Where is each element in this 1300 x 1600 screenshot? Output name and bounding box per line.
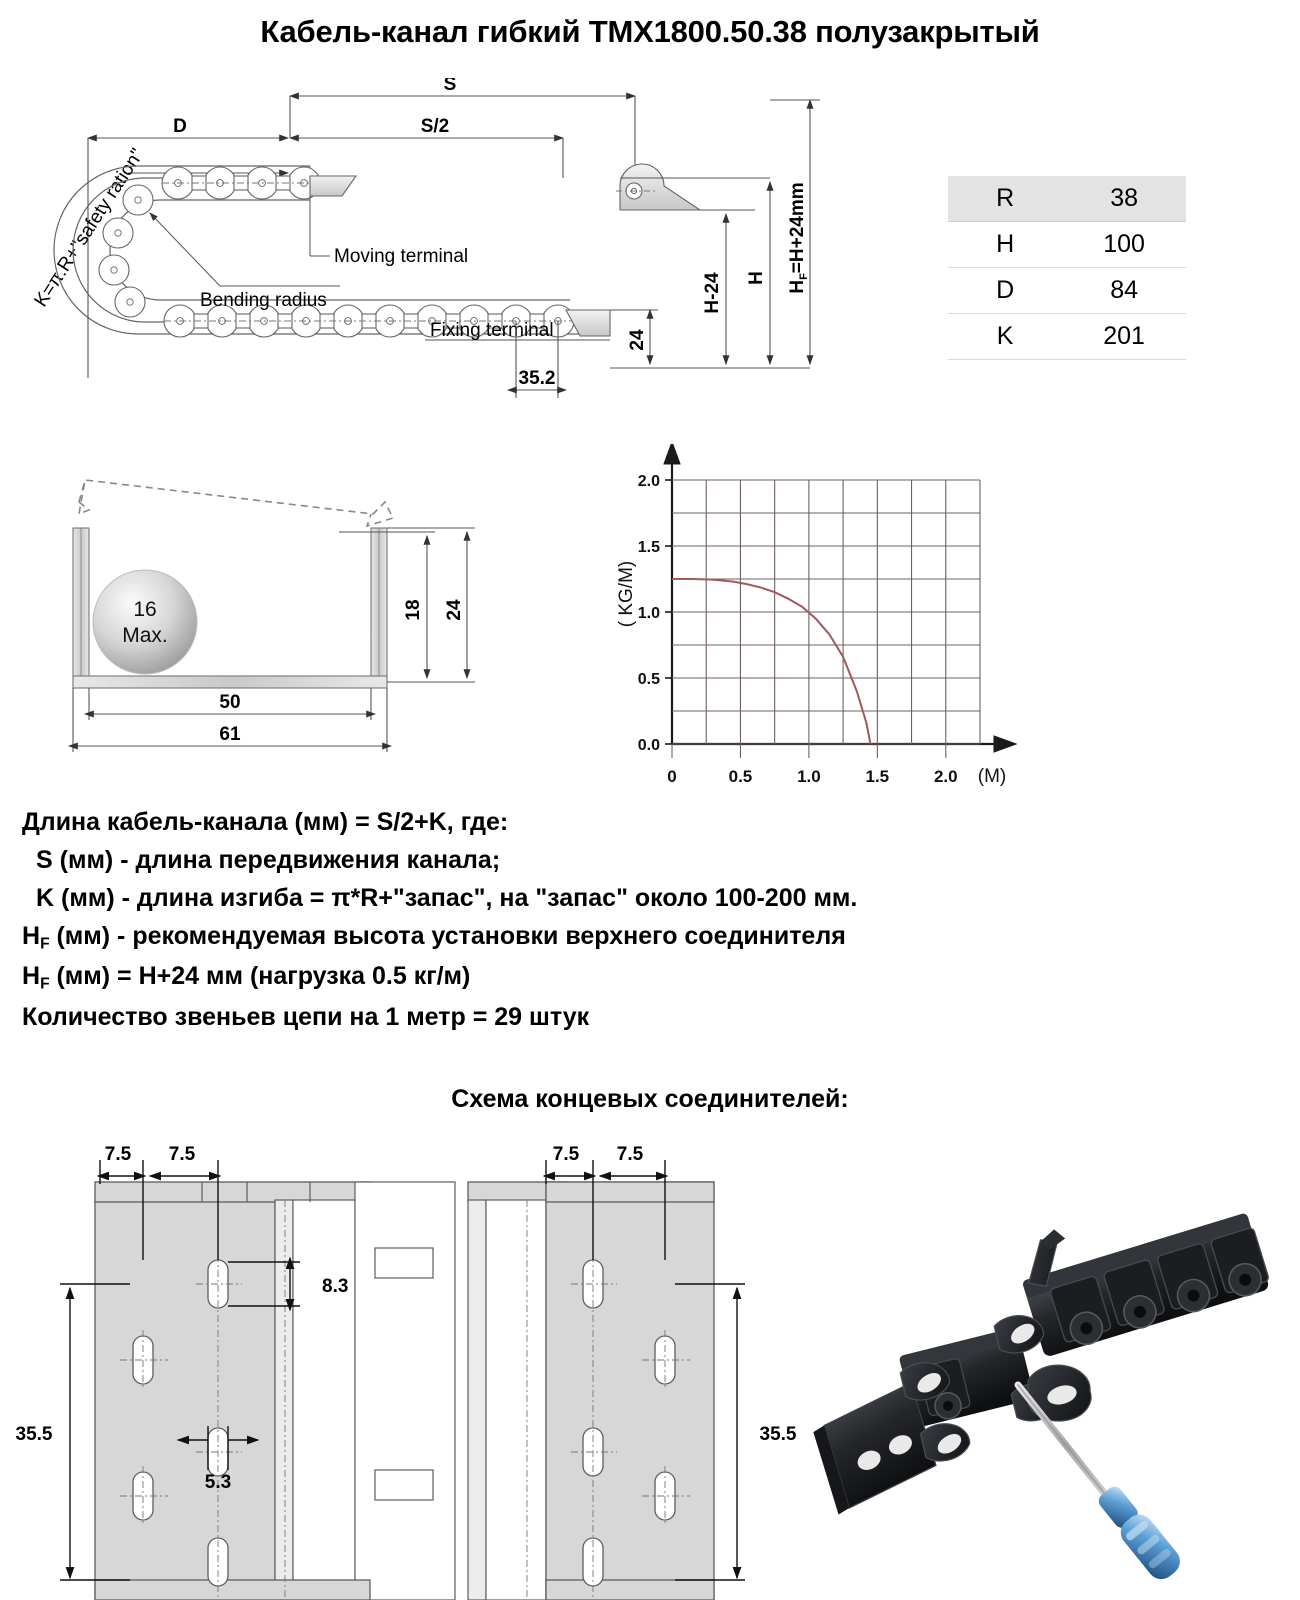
- hf-symbol: H: [22, 922, 41, 950]
- note-hf-desc: HF (мм) - рекомендуемая высота установки…: [22, 920, 1142, 954]
- load-capacity-chart: 0.0 0.5 1.0 1.5 2.0 0 0.5 1.0 1.5 2.0 ( KG/M) (M…: [616, 444, 1018, 787]
- connector-ear: [1027, 1364, 1092, 1422]
- chart-y-tick-label: 2.0: [638, 473, 660, 490]
- spec-key: K: [948, 313, 1063, 360]
- screwdriver: [1014, 1381, 1180, 1580]
- spec-value: 201: [1062, 313, 1186, 360]
- chain-links-top: [161, 166, 358, 200]
- dim-35-5-right-label: 35.5: [760, 1424, 797, 1445]
- spec-value: 38: [1062, 176, 1186, 222]
- cross-section-drawing: 16 Max. 18 24 50 61: [67, 479, 475, 752]
- mounting-bracket: [813, 1362, 971, 1515]
- dim-7-5-c-label: 7.5: [553, 1144, 580, 1165]
- sphere-max-label: Max.: [122, 624, 168, 647]
- dim-5-3-label: 5.3: [205, 1472, 231, 1493]
- note-s: S (мм) - длина передвижения канала;: [36, 846, 501, 874]
- hf-symbol-2: H: [22, 962, 41, 991]
- dim-7-5-b-label: 7.5: [169, 1144, 196, 1165]
- table-row: K 201: [948, 313, 1186, 360]
- dim-s-half-label: S/2: [421, 116, 450, 137]
- spec-table: R 38 H 100 D 84 K 201: [948, 176, 1186, 360]
- spec-key: H: [948, 221, 1063, 268]
- chain-body: [1023, 1213, 1269, 1356]
- table-row: H 100: [948, 221, 1186, 268]
- spec-key: D: [948, 267, 1063, 314]
- chart-x-tick-label: 1.0: [797, 767, 821, 786]
- connector-left-body: [94, 1181, 456, 1600]
- dim-s-label: S: [444, 78, 457, 95]
- fixing-terminal-label: Fixing terminal: [430, 320, 554, 341]
- page-title: Кабель-канал гибкий TMX1800.50.38 полуза…: [260, 14, 1040, 49]
- notes-block: Длина кабель-канала (мм) = S/2+K, где: S…: [22, 806, 1142, 1039]
- hf-subscript-2: F: [40, 976, 50, 994]
- dim-hf-label: HF=H+24mm: [787, 182, 810, 293]
- dim-7-5-d-label: 7.5: [617, 1144, 644, 1165]
- dim-35-2-label: 35.2: [519, 368, 556, 389]
- spec-value: 100: [1062, 221, 1186, 268]
- connector-plan-drawing: 7.5 7.5 7.5 7.5 8.3 5.3: [16, 1144, 797, 1600]
- dim-d-label: D: [173, 116, 187, 137]
- spec-value: 84: [1062, 267, 1186, 314]
- chart-y-tick-label: 1.0: [638, 605, 660, 622]
- chart-x-tick-label: 2.0: [934, 767, 958, 786]
- chain-links-bend: [98, 184, 154, 318]
- hf-formula-text: (мм) = H+24 мм (нагрузка 0.5 кг/м): [49, 962, 471, 991]
- table-row: D 84: [948, 267, 1186, 314]
- moving-terminal-piece: [616, 163, 702, 211]
- chart-x-ticks: 0 0.5 1.0 1.5 2.0: [667, 744, 958, 786]
- dim-7-5-a-label: 7.5: [105, 1144, 132, 1165]
- dim-h-label: H: [746, 271, 767, 285]
- dim-24-label: 24: [444, 599, 465, 621]
- chart-x-tick-label: 0: [667, 767, 676, 786]
- hf-subscript: F: [40, 935, 50, 953]
- product-photo: [813, 1213, 1269, 1580]
- dim-8-3-label: 8.3: [322, 1276, 348, 1297]
- connector-section-heading: Схема концевых соединителей:: [451, 1085, 849, 1113]
- chain-links-bottom: [163, 304, 611, 338]
- note-links-per-meter: Количество звеньев цепи на 1 метр = 29 ш…: [22, 1002, 590, 1031]
- chart-series-line: [672, 578, 872, 745]
- chart-y-tick-label: 1.5: [638, 539, 660, 556]
- chart-grid: [672, 479, 981, 745]
- chart-y-tick-label: 0.5: [638, 671, 660, 688]
- dim-50-label: 50: [219, 692, 240, 713]
- chart-x-tick-label: 1.5: [866, 767, 890, 786]
- side-view-drawing: S S/2 D K=π.R+"safety ration": [31, 78, 820, 398]
- table-row: R 38: [948, 176, 1186, 222]
- chart-y-axis-label: ( KG/M): [616, 561, 637, 628]
- sphere-size-label: 16: [133, 598, 156, 621]
- moving-terminal-label: Moving terminal: [334, 246, 468, 267]
- dim-h-minus-24-label: H-24: [702, 272, 723, 314]
- chart-x-axis-label: (M): [978, 766, 1006, 787]
- bending-radius-label: Bending radius: [200, 290, 327, 311]
- connector-right-body: [467, 1181, 715, 1600]
- dim-24-label: 24: [627, 329, 648, 351]
- dim-61-label: 61: [219, 724, 241, 745]
- hf-desc-text: (мм) - рекомендуемая высота установки ве…: [49, 922, 846, 950]
- note-hf-formula: HF (мм) = H+24 мм (нагрузка 0.5 кг/м): [22, 960, 1142, 994]
- note-length: Длина кабель-канала (мм) = S/2+K, где:: [22, 808, 509, 836]
- chart-y-tick-label: 0.0: [638, 737, 660, 754]
- dim-18-label: 18: [403, 599, 424, 620]
- chart-x-tick-label: 0.5: [729, 767, 753, 786]
- dim-35-5-left-label: 35.5: [16, 1424, 53, 1445]
- note-k: K (мм) - длина изгиба = π*R+"запас", на …: [36, 884, 858, 912]
- spec-key: R: [948, 176, 1063, 222]
- chart-y-ticks: 0.0 0.5 1.0 1.5 2.0: [638, 473, 672, 754]
